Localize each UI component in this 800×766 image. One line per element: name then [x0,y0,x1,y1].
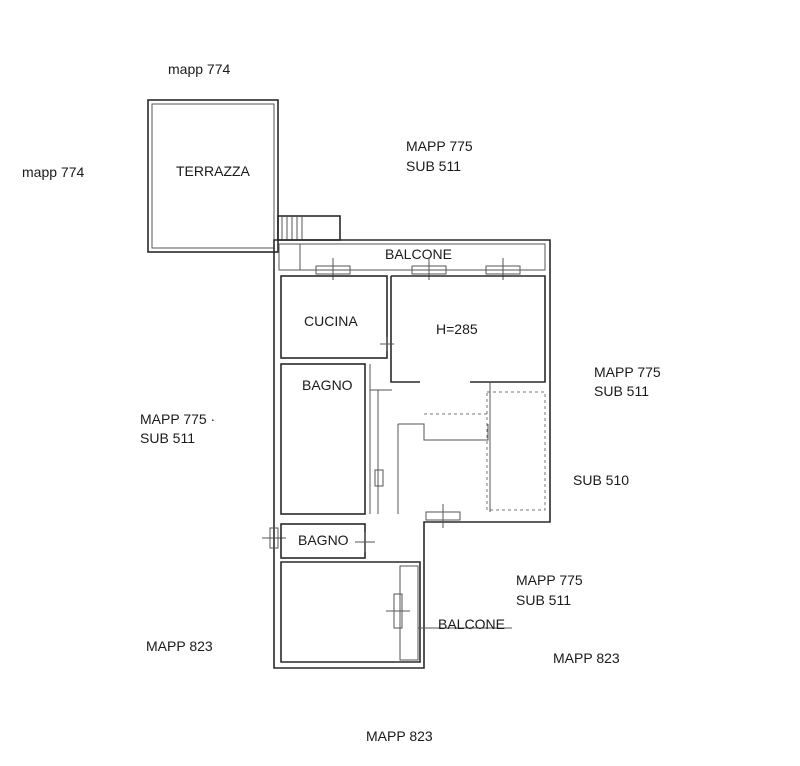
label-mapp-775-bottom: MAPP 775 [516,572,583,588]
outer-wall [273,239,551,669]
kitchen-room [280,275,388,359]
label-terrace: TERRAZZA [176,163,251,179]
bath-upper-room [280,363,366,515]
label-balcony-bottom: BALCONE [438,616,505,632]
lower-room [280,561,421,663]
label-sub-510: SUB 510 [573,472,629,488]
label-bath-lower: BAGNO [298,532,349,548]
living-room [390,275,546,383]
terrace-outline [147,99,279,253]
label-mapp-774-top: mapp 774 [168,61,230,77]
stairs [277,215,341,241]
label-mapp-774-left: mapp 774 [22,164,84,180]
label-sub-511-right: SUB 511 [594,383,649,399]
balcony-bottom [399,565,419,661]
label-mapp-775-left: MAPP 775 · [140,411,215,427]
label-mapp-775-top: MAPP 775 [406,138,473,154]
label-mapp-823-left: MAPP 823 [146,638,213,654]
label-mapp-823-bottom: MAPP 823 [366,728,433,744]
label-mapp-775-right: MAPP 775 [594,364,661,380]
label-mapp-823-right: MAPP 823 [553,650,620,666]
label-bath-upper: BAGNO [302,377,353,393]
label-balcony-top: BALCONE [385,246,452,262]
label-sub-511-left: SUB 511 [140,430,195,446]
label-sub-511-top: SUB 511 [406,158,461,174]
label-kitchen: CUCINA [304,313,358,329]
label-sub-511-bottom: SUB 511 [516,592,571,608]
label-height: H=285 [436,321,478,337]
